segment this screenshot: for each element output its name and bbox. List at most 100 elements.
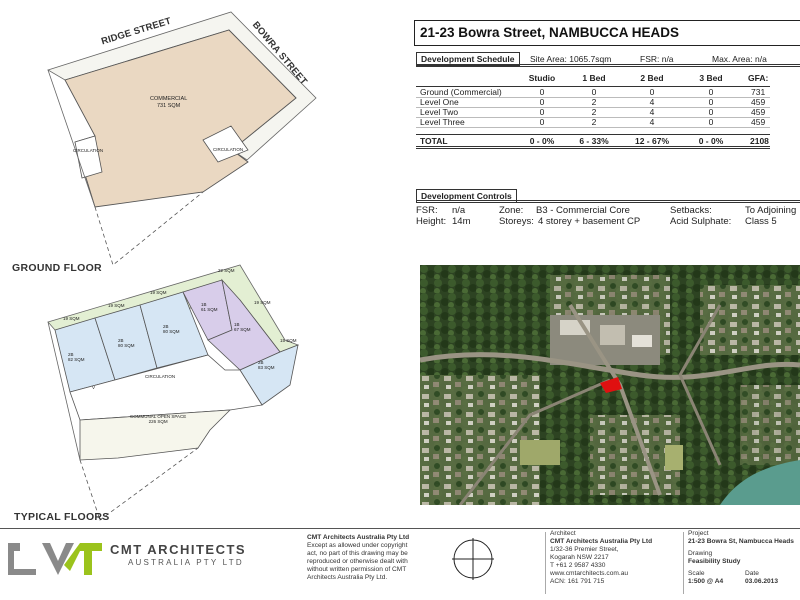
site-boundary-dashed-typical [79, 447, 199, 521]
footer-divider [0, 528, 800, 529]
total-3bed: 0 - 0% [698, 136, 724, 146]
schedule-rule-top [416, 64, 800, 67]
footer-sep-2 [683, 532, 684, 594]
ground-floor-plan [47, 11, 317, 266]
controls-storeys-label: Storeys: [499, 216, 534, 227]
controls-acid-value: Class 5 [745, 216, 777, 227]
schedule-row-rule [416, 127, 770, 128]
controls-rule [416, 200, 800, 203]
col-gfa: GFA: [748, 73, 769, 83]
logo-text-1: CMT ARCHITECTS [110, 542, 247, 557]
schedule-total-rule [416, 134, 770, 135]
aerial-photo [420, 265, 800, 505]
plans-drawing [47, 11, 317, 521]
schedule-cell-three: 0 [708, 107, 714, 117]
scale-block: Scale 1:500 @ A4 [688, 570, 724, 585]
schedule-cell-level: Level Three [420, 117, 465, 127]
circulation-left-label: CIRCULATION [73, 148, 104, 153]
controls-height-label: Height: [416, 216, 447, 227]
schedule-cell-one: 2 [591, 117, 597, 127]
schedule-cell-two: 4 [649, 117, 655, 127]
project-block: Project 21-23 Bowra St, Nambucca Heads [688, 530, 794, 545]
drawing-block: Drawing Feasibility Study [688, 550, 741, 565]
schedule-row-rule [416, 117, 770, 118]
col-2bed: 2 Bed [640, 73, 664, 83]
terrace-label-4: 22 SQM [218, 268, 235, 273]
date-block: Date 03.06.2013 [745, 570, 779, 585]
schedule-row-rule [416, 97, 770, 98]
schedule-row-rule [416, 107, 770, 108]
schedule-cell-studio: 0 [539, 97, 545, 107]
col-1bed: 1 Bed [582, 73, 606, 83]
schedule-label: Development Schedule [416, 52, 520, 66]
footer-sep-1 [545, 532, 546, 594]
max-area: Max. Area: n/a [712, 54, 767, 64]
schedule-cell-gfa: 459 [751, 107, 766, 117]
circulation-typical-label: CIRCULATION [145, 374, 176, 379]
schedule-cell-one: 0 [591, 87, 597, 97]
schedule-cell-level: Ground (Commercial) [420, 87, 502, 97]
aerial-photo-image [420, 265, 800, 505]
schedule-header-rule [416, 86, 770, 87]
schedule-cell-level: Level One [420, 97, 459, 107]
north-point-icon [452, 538, 494, 580]
total-2bed: 12 - 67% [634, 136, 670, 146]
total-gfa: 2108 [750, 136, 769, 146]
typical-floors-heading: TYPICAL FLOORS [14, 511, 110, 523]
controls-fsr-value: n/a [452, 205, 466, 216]
controls-height-value: 14m [452, 216, 471, 227]
circulation-right-label: CIRCULATION [213, 147, 244, 152]
terrace-label-5: 19 SQM [254, 300, 271, 305]
controls-acid-label: Acid Sulphate: [670, 216, 732, 227]
schedule-cell-three: 0 [708, 97, 714, 107]
site-area: Site Area: 1065.7sqm [530, 54, 612, 64]
total-1bed: 6 - 33% [579, 136, 609, 146]
controls-setbacks-value: To Adjoining [745, 205, 797, 216]
site-highlight [600, 377, 622, 393]
project-title: 21-23 Bowra Street, NAMBUCCA HEADS [420, 25, 680, 40]
schedule-cell-gfa: 731 [751, 87, 766, 97]
schedule-cell-level: Level Two [420, 107, 459, 117]
schedule-cell-one: 2 [591, 107, 597, 117]
circulation-core-right [202, 125, 249, 163]
total-label: TOTAL [420, 136, 448, 146]
terrace-label-3: 19 SQM [150, 290, 167, 295]
floor-plans: RIDGE STREET BOWRA STREET COMMERCIAL 731… [0, 0, 410, 530]
col-studio: Studio [528, 73, 556, 83]
controls-zone-label: Zone: [499, 205, 524, 216]
project-title-box: 21-23 Bowra Street, NAMBUCCA HEADS [414, 20, 800, 46]
controls-fsr-label: FSR: [416, 205, 438, 216]
architect-block: Architect CMT Architects Australia Pty L… [550, 530, 653, 585]
schedule-cell-studio: 0 [539, 107, 545, 117]
schedule-cell-two: 0 [649, 87, 655, 97]
commercial-label: COMMERCIAL [150, 96, 188, 102]
schedule-rule-bottom [416, 146, 770, 149]
schedule-cell-one: 2 [591, 97, 597, 107]
void-label: V [92, 385, 96, 390]
schedule-cell-studio: 0 [539, 87, 545, 97]
total-studio: 0 - 0% [529, 136, 555, 146]
schedule-cell-three: 0 [708, 117, 714, 127]
schedule-cell-two: 4 [649, 107, 655, 117]
typical-floor-plan [47, 264, 300, 521]
controls-setbacks-label: Setbacks: [670, 205, 712, 216]
terrace-label-1: 19 SQM [63, 316, 80, 321]
ground-floor-heading: GROUND FLOOR [12, 262, 102, 274]
copyright-block: CMT Architects Australia Pty Ltd Except … [307, 534, 410, 581]
controls-zone-value: B3 - Commercial Core [536, 205, 630, 216]
cmt-logo-icon [8, 543, 102, 575]
schedule-cell-gfa: 459 [751, 97, 766, 107]
schedule-cell-studio: 0 [539, 117, 545, 127]
terrace-label-6: 15 SQM [280, 338, 297, 343]
schedule-fsr: FSR: n/a [640, 54, 674, 64]
schedule-cell-two: 4 [649, 97, 655, 107]
terrace-label-2: 19 SQM [108, 303, 125, 308]
schedule-cell-three: 0 [708, 87, 714, 97]
